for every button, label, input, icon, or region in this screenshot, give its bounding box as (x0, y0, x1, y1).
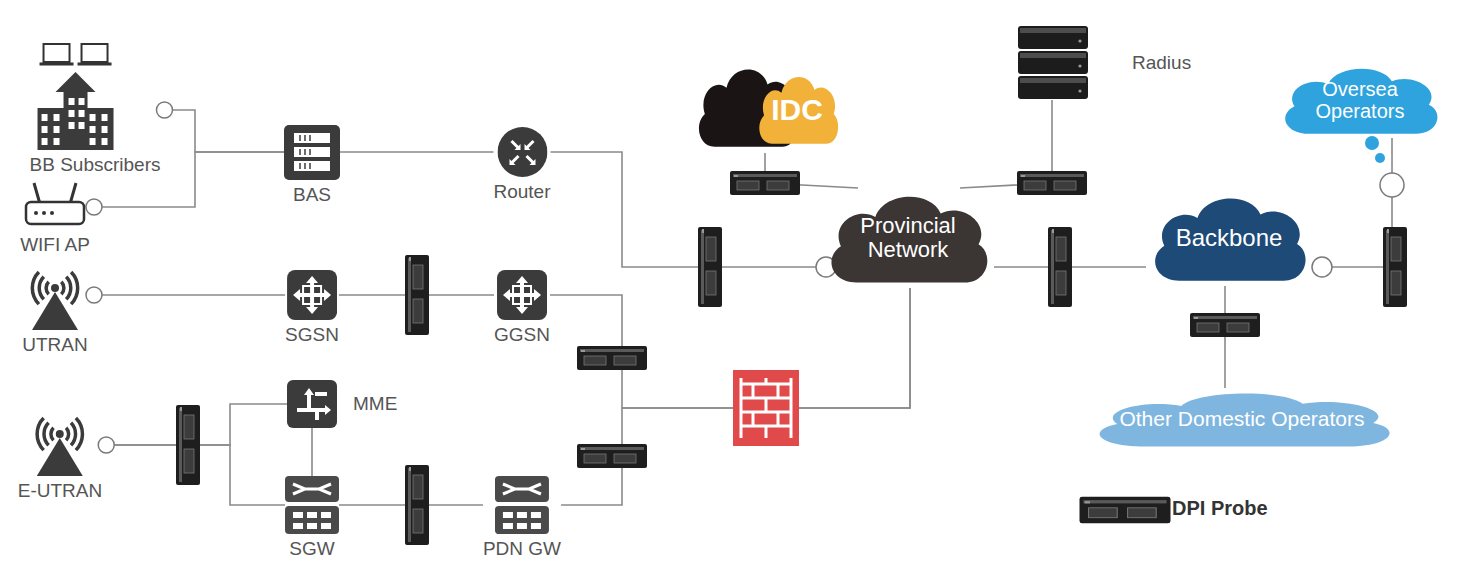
network-link (311, 428, 313, 476)
element-label: MME (353, 393, 397, 415)
antenna-icon (25, 412, 95, 476)
wifi-icon (20, 180, 90, 230)
network-cloud: Provincial Network (822, 188, 994, 288)
network-cloud: Backbone (1146, 190, 1312, 286)
network-link (550, 288, 910, 408)
network-element: UTRAN (20, 266, 90, 356)
network-link (160, 110, 284, 152)
cloud-label: IDC (713, 85, 823, 126)
terminal-circle (156, 102, 172, 118)
network-element: Radius (1018, 26, 1191, 100)
element-label: BAS (293, 184, 331, 206)
switch-icon (497, 270, 547, 320)
gw-icon (495, 476, 549, 534)
network-element: BAS (284, 125, 340, 206)
element-label: SGW (289, 538, 334, 560)
network-element: E-UTRAN (18, 412, 102, 502)
element-label: E-UTRAN (18, 480, 102, 502)
radius-icon (1018, 26, 1088, 100)
router-icon (497, 127, 547, 177)
junction-circle (1312, 257, 1332, 277)
terminal-circle (98, 437, 114, 453)
element-label: Router (493, 181, 550, 203)
mme-icon (287, 380, 337, 428)
network-element: BB Subscribers (30, 42, 161, 176)
element-label: SGSN (285, 324, 339, 346)
element-label: PDN GW (483, 538, 561, 560)
element-label: UTRAN (22, 334, 87, 356)
terminal-circle (86, 199, 102, 215)
junction-circle (1380, 173, 1404, 197)
element-label: GGSN (494, 324, 550, 346)
network-link (340, 151, 493, 153)
element-label: WIFI AP (20, 234, 90, 256)
building-icon (30, 42, 160, 150)
switch-icon (287, 270, 337, 320)
network-link (551, 152, 822, 267)
cloud-label: Provincial Network (843, 214, 973, 262)
network-element: PDN GW (483, 476, 561, 560)
cloud-label: Oversea Operators (1305, 78, 1415, 122)
network-cloud: IDC (693, 58, 843, 153)
network-element: Router (493, 127, 550, 203)
element-label: Radius (1132, 52, 1191, 74)
legend-sample (1080, 497, 1171, 523)
network-link (90, 294, 285, 296)
network-element: WIFI AP (20, 180, 90, 256)
network-element: SGW (285, 476, 339, 560)
bas-icon (284, 125, 340, 180)
legend-text: DPI Probe (1172, 497, 1268, 520)
element-label: BB Subscribers (30, 154, 161, 176)
thought-dot (1365, 136, 1379, 150)
network-cloud: Other Domestic Operators (1082, 388, 1402, 450)
antenna-icon (20, 266, 90, 330)
gw-icon (285, 476, 339, 534)
cloud-label: Backbone (1176, 225, 1283, 251)
network-element: MME (287, 380, 397, 428)
network-element: SGSN (285, 270, 339, 346)
network-link (561, 288, 910, 505)
thought-dot (1375, 153, 1385, 163)
network-link (1312, 138, 1392, 267)
network-element: GGSN (494, 270, 550, 346)
network-cloud: Oversea Operators (1276, 62, 1444, 138)
cloud-label: Other Domestic Operators (1119, 407, 1364, 430)
firewall-icon (733, 370, 799, 446)
terminal-circle (86, 287, 102, 303)
